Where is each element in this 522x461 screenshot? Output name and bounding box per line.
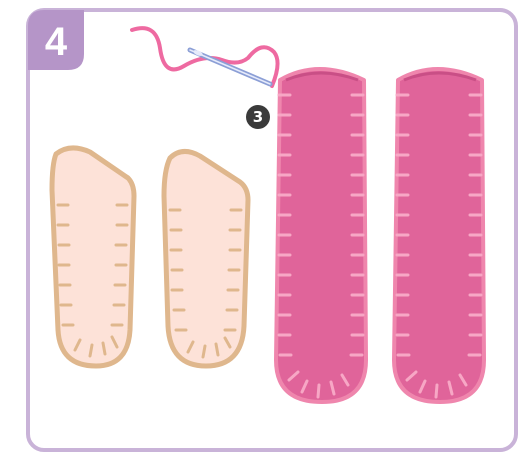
light-piece-left-body <box>52 148 134 366</box>
marker-label: 3 <box>253 108 263 126</box>
light-piece-left <box>52 148 134 366</box>
light-piece-right-body <box>164 151 248 366</box>
step-marker: 3 <box>246 105 270 129</box>
pink-piece-right <box>394 69 484 402</box>
step-number: 4 <box>45 20 68 64</box>
light-piece-right <box>164 151 248 366</box>
pink-piece-left <box>276 69 366 402</box>
step-badge: 4 <box>28 10 84 70</box>
